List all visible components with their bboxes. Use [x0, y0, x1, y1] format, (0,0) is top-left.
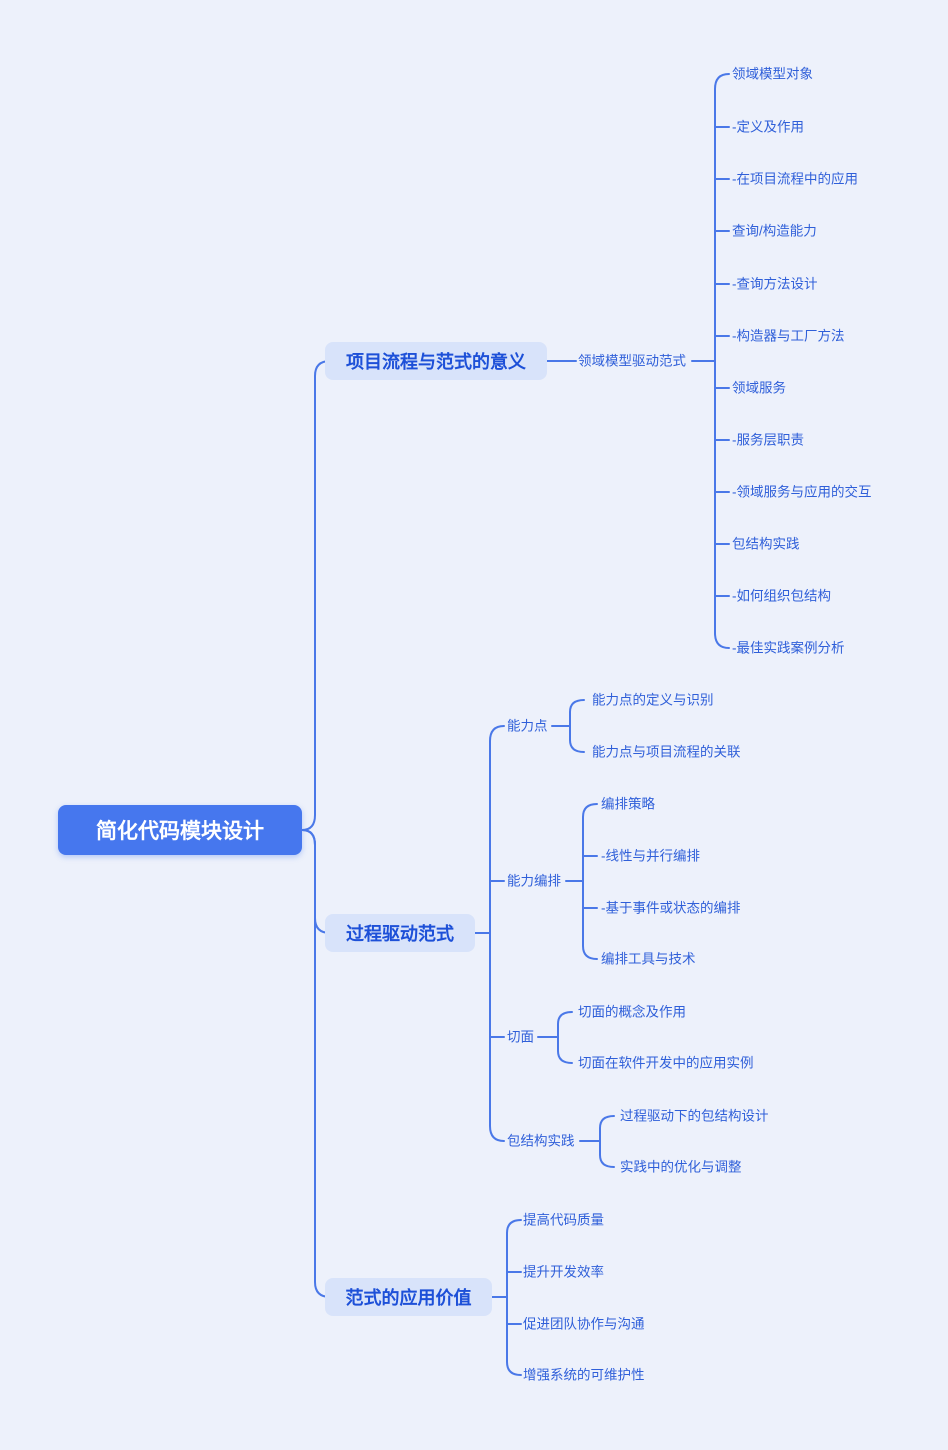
leaf-node[interactable]: 能力点与项目流程的关联: [592, 744, 741, 760]
root-node[interactable]: 简化代码模块设计: [58, 805, 302, 855]
leaf-node[interactable]: 领域服务: [732, 380, 786, 396]
leaf-node[interactable]: -领域服务与应用的交互: [732, 484, 872, 500]
branch-paradigm-application-value[interactable]: 范式的应用价值: [325, 1278, 492, 1316]
branch2-edges: [474, 699, 615, 1168]
leaf-node[interactable]: -查询方法设计: [732, 276, 818, 292]
leaf-node[interactable]: -定义及作用: [732, 119, 804, 135]
branch-process-driven-paradigm[interactable]: 过程驱动范式: [325, 914, 475, 952]
leaf-node[interactable]: -构造器与工厂方法: [732, 328, 845, 344]
node-capability-point[interactable]: 能力点: [507, 718, 548, 734]
leaf-node[interactable]: 提高代码质量: [523, 1212, 604, 1228]
leaf-node[interactable]: 能力点的定义与识别: [592, 692, 714, 708]
leaf-node[interactable]: -线性与并行编排: [601, 848, 700, 864]
branch3-edges: [491, 1219, 522, 1376]
node-package-structure-practice[interactable]: 包结构实践: [507, 1133, 575, 1149]
leaf-node[interactable]: 过程驱动下的包结构设计: [620, 1108, 769, 1124]
leaf-node[interactable]: 领域模型对象: [732, 66, 813, 82]
leaf-node[interactable]: -如何组织包结构: [732, 588, 831, 604]
leaf-node[interactable]: 切面的概念及作用: [578, 1004, 686, 1020]
leaf-node[interactable]: 提升开发效率: [523, 1264, 604, 1280]
node-domain-model-driven-paradigm[interactable]: 领域模型驱动范式: [578, 353, 686, 369]
leaf-node[interactable]: -服务层职责: [732, 432, 804, 448]
leaf-node[interactable]: 包结构实践: [732, 536, 800, 552]
leaf-node[interactable]: 增强系统的可维护性: [523, 1367, 645, 1383]
leaf-node[interactable]: 切面在软件开发中的应用实例: [578, 1055, 754, 1071]
leaf-node[interactable]: 编排工具与技术: [601, 951, 696, 967]
leaf-node[interactable]: -基于事件或状态的编排: [601, 900, 741, 916]
branch-project-process-and-paradigm[interactable]: 项目流程与范式的意义: [325, 342, 547, 380]
leaf-node[interactable]: 实践中的优化与调整: [620, 1159, 742, 1175]
leaf-node[interactable]: -在项目流程中的应用: [732, 171, 858, 187]
leaf-node[interactable]: -最佳实践案例分析: [732, 640, 845, 656]
leaf-node[interactable]: 编排策略: [601, 796, 655, 812]
node-aspect[interactable]: 切面: [507, 1029, 534, 1045]
root-branch-edges: [301, 360, 331, 1298]
leaf-node[interactable]: 促进团队协作与沟通: [523, 1316, 645, 1332]
leaf-node[interactable]: 查询/构造能力: [732, 223, 817, 239]
node-capability-orchestration[interactable]: 能力编排: [507, 873, 561, 889]
